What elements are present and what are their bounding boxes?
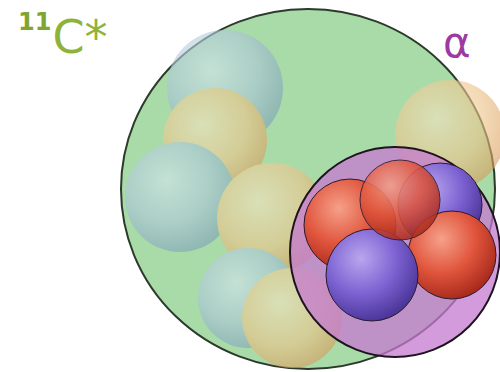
alpha-label: α xyxy=(443,22,471,64)
alpha-nucleons xyxy=(304,160,496,321)
alpha-cluster xyxy=(290,147,500,357)
nucleus-symbol: C* xyxy=(52,14,107,60)
nucleons xyxy=(125,30,500,368)
mass-number: 11 xyxy=(18,10,51,34)
